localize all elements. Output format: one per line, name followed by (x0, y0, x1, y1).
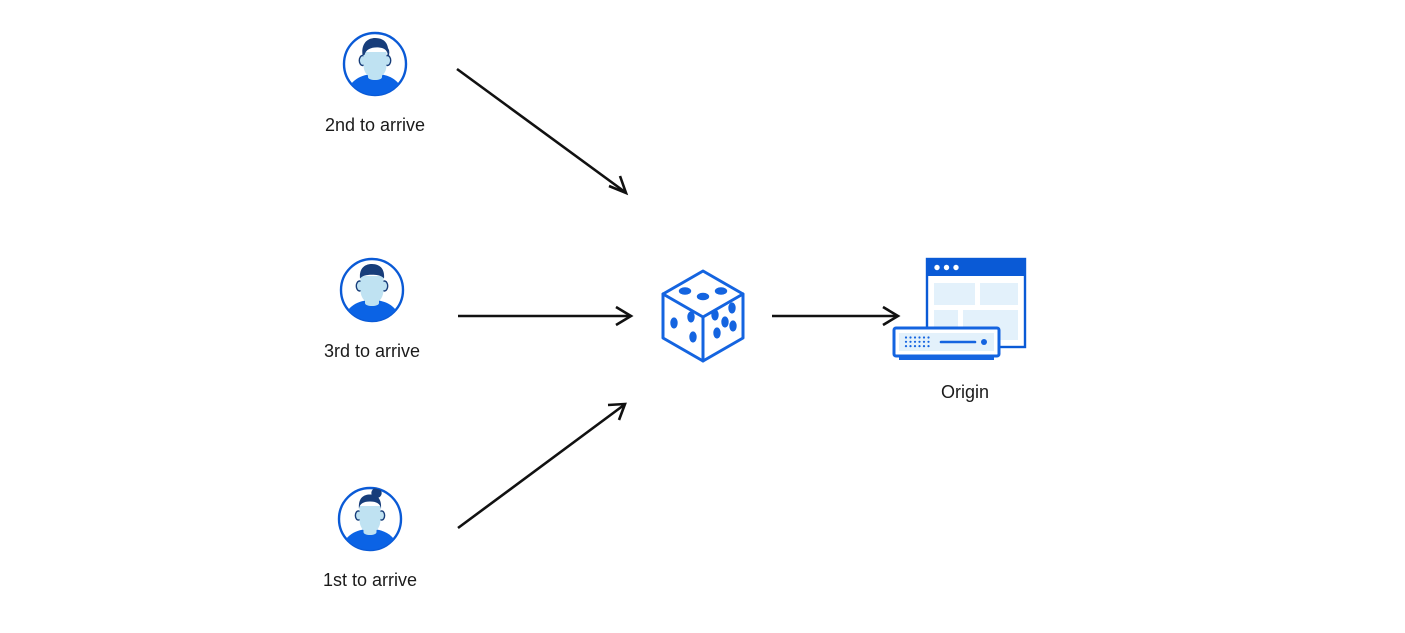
node-label-client-3rd: 3rd to arrive (323, 341, 421, 361)
status-light-icon (981, 339, 987, 345)
user-avatar-icon (336, 485, 404, 553)
arrow-2nd-to-dice (456, 67, 629, 196)
node-label-client-1st: 1st to arrive (322, 570, 418, 590)
user-avatar-icon (338, 256, 406, 324)
node-client-2nd[interactable]: 2nd to arrive (295, 30, 455, 136)
node-label-client-2nd: 2nd to arrive (324, 115, 426, 135)
user-avatar-icon (341, 30, 409, 98)
node-randomizer[interactable] (655, 265, 765, 365)
node-client-1st[interactable]: 1st to arrive (290, 485, 450, 591)
node-origin[interactable]: Origin (865, 255, 1065, 403)
dice-icon (661, 269, 745, 363)
server-vents-icon (904, 336, 930, 348)
arrow-1st-to-dice (457, 402, 627, 530)
node-label-origin: Origin (940, 382, 989, 402)
node-client-3rd[interactable]: 3rd to arrive (292, 256, 452, 362)
origin-server-icon (892, 257, 1027, 360)
server-appliance-icon (892, 326, 1001, 360)
titlebar-dots-icon (934, 264, 959, 271)
arrow-3rd-to-dice (458, 305, 634, 327)
